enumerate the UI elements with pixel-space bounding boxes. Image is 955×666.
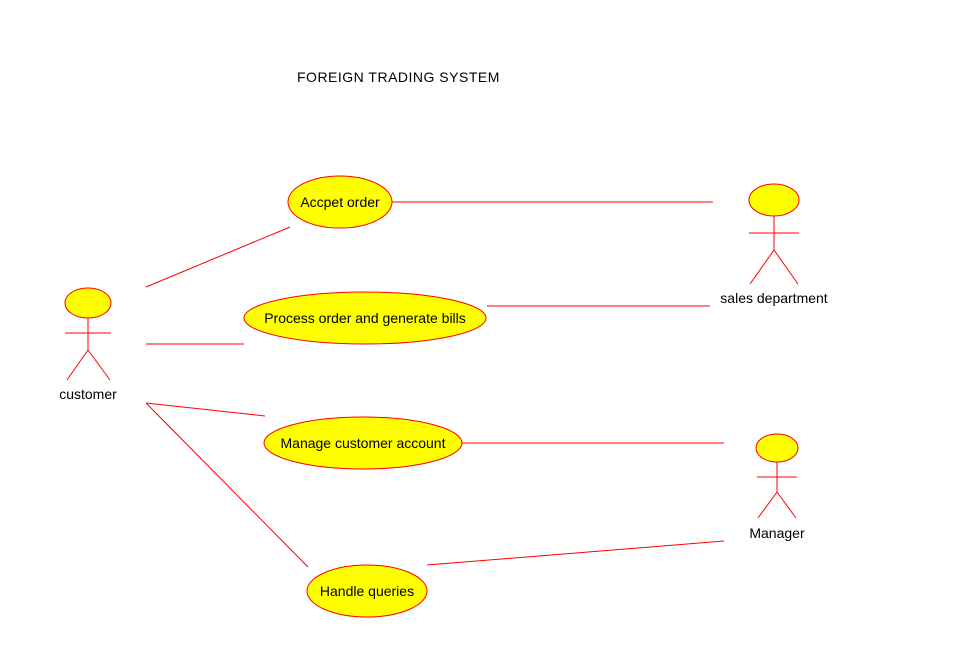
actor-left-leg — [66, 349, 89, 381]
usecase-shape — [287, 175, 393, 229]
actor-sales-department-label: sales department — [720, 290, 828, 306]
association-customer-handle-queries[interactable] — [145, 402, 309, 568]
usecase-handle-queries[interactable]: Handle queries — [306, 564, 428, 618]
actor-sales-department[interactable] — [748, 183, 800, 285]
actor-left-leg — [757, 491, 778, 519]
usecase-manage-account[interactable]: Manage customer account — [263, 416, 463, 470]
actor-right-leg — [776, 491, 797, 519]
actor-manager[interactable] — [755, 433, 799, 519]
association-handle-queries-manager[interactable] — [426, 540, 725, 566]
actor-customer[interactable] — [64, 287, 112, 381]
associations — [145, 201, 725, 568]
usecase-accept-order-label: Accpet order — [300, 194, 380, 210]
actor-customer-label: customer — [59, 386, 117, 402]
usecase-accept-order[interactable]: Accpet order — [287, 175, 393, 229]
actor-head — [748, 183, 800, 217]
actor-manager-label: Manager — [749, 525, 805, 541]
usecase-handle-queries-label: Handle queries — [320, 583, 414, 599]
usecase-manage-account-label: Manage customer account — [281, 435, 446, 451]
actor-right-leg — [87, 349, 111, 381]
actor-right-leg — [773, 249, 799, 285]
association-customer-accept-order[interactable] — [145, 226, 291, 288]
association-customer-manage-account[interactable] — [145, 402, 266, 417]
usecase-shape — [243, 291, 487, 345]
usecase-process-order-label: Process order and generate bills — [264, 310, 466, 326]
actor-head — [755, 433, 799, 463]
usecase-shape — [263, 416, 463, 470]
usecase-shape — [306, 564, 428, 618]
actor-head — [64, 287, 112, 319]
usecase-process-order[interactable]: Process order and generate bills — [243, 291, 487, 345]
actor-left-leg — [749, 249, 775, 285]
diagram-title: FOREIGN TRADING SYSTEM — [297, 69, 500, 85]
